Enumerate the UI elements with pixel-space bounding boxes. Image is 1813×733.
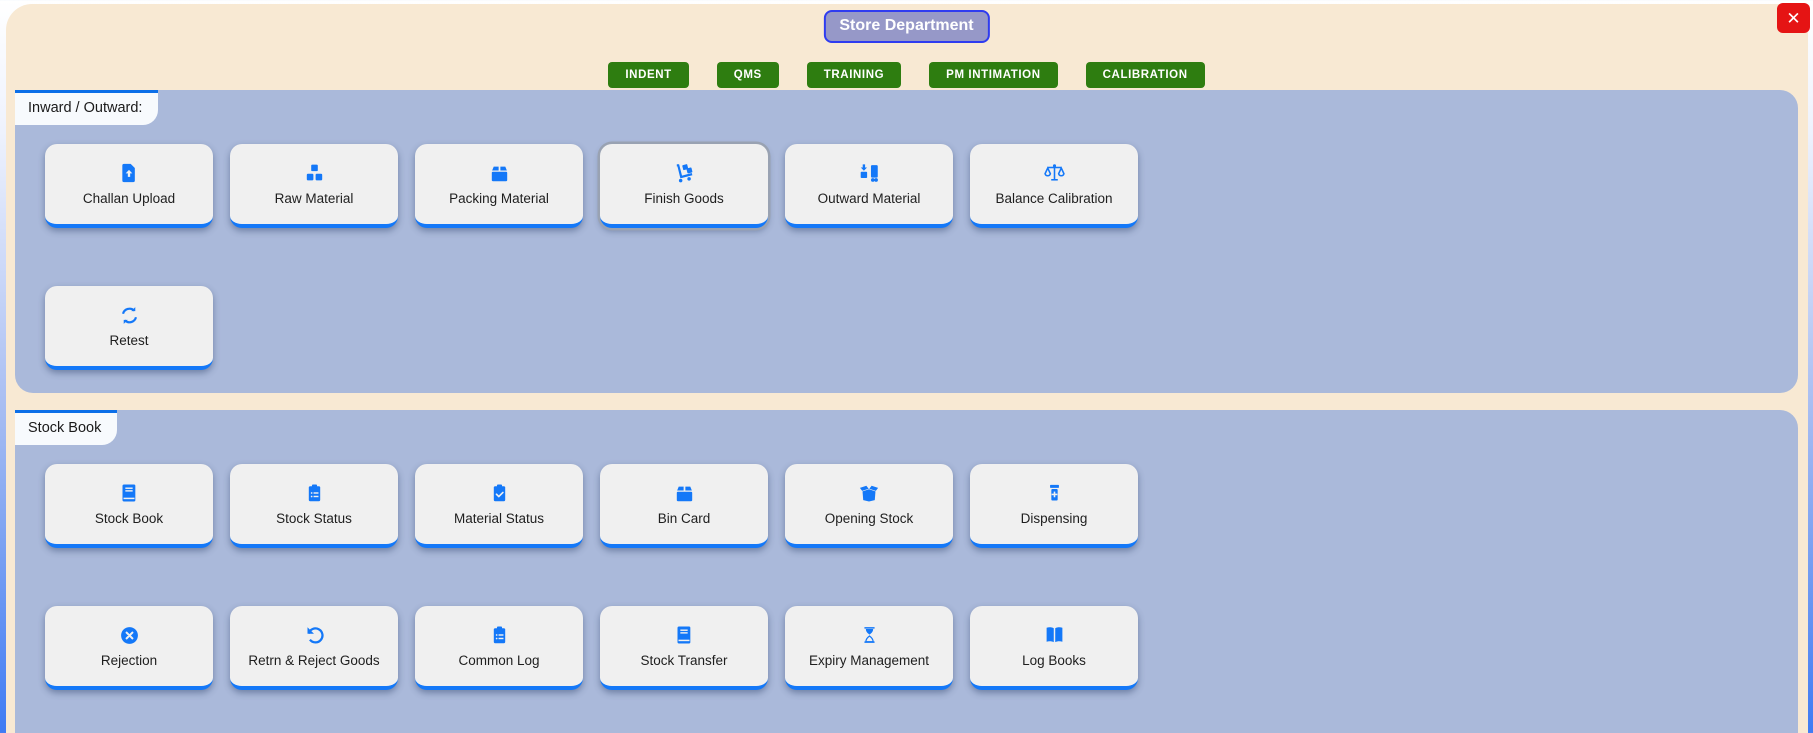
card-packing-material[interactable]: Packing Material bbox=[415, 144, 583, 228]
book-icon bbox=[119, 482, 139, 504]
card-balance-calibration[interactable]: Balance Calibration bbox=[970, 144, 1138, 228]
nav-button-qms[interactable]: QMS bbox=[716, 62, 779, 88]
nav-buttons: INDENT QMS TRAINING PM INTIMATION CALIBRATIO… bbox=[0, 62, 1813, 88]
card-label: Retrn & Reject Goods bbox=[248, 653, 380, 668]
file-upload-icon bbox=[119, 162, 139, 184]
card-expiry-management[interactable]: Expiry Management bbox=[785, 606, 953, 690]
card-label: Finish Goods bbox=[644, 191, 724, 206]
card-grid-stock-book: Stock Book Stock Status Material Status Bin… bbox=[45, 464, 1175, 690]
undo-icon bbox=[304, 624, 325, 646]
clipboard-list-icon bbox=[305, 482, 324, 504]
nav-button-indent[interactable]: INDENT bbox=[608, 62, 689, 88]
card-label: Retest bbox=[109, 333, 149, 348]
card-label: Material Status bbox=[453, 511, 545, 526]
times-circle-icon bbox=[119, 624, 140, 646]
card-label: Outward Material bbox=[817, 191, 921, 206]
nav-button-calibration[interactable]: CALIBRATION bbox=[1085, 62, 1205, 88]
card-label: Log Books bbox=[1022, 653, 1086, 668]
card-label: Expiry Management bbox=[808, 653, 930, 668]
clipboard-check-icon bbox=[490, 482, 509, 504]
card-label: Packing Material bbox=[449, 191, 549, 206]
box-icon bbox=[489, 162, 510, 184]
card-common-log[interactable]: Common Log bbox=[415, 606, 583, 690]
card-label: Dispensing bbox=[1020, 511, 1088, 526]
card-label: Bin Card bbox=[657, 511, 711, 526]
truck-loading-icon bbox=[858, 162, 881, 184]
card-label: Raw Material bbox=[274, 191, 354, 206]
close-button[interactable]: ✕ bbox=[1777, 3, 1810, 33]
book-open-icon bbox=[1043, 624, 1066, 646]
card-stock-transfer[interactable]: Stock Transfer bbox=[600, 606, 768, 690]
nav-button-pm-intimation[interactable]: PM INTIMATION bbox=[929, 62, 1058, 88]
card-label: Opening Stock bbox=[824, 511, 914, 526]
card-label: Challan Upload bbox=[82, 191, 176, 206]
card-finish-goods[interactable]: Finish Goods bbox=[600, 144, 768, 228]
box-icon bbox=[674, 482, 695, 504]
card-label: Rejection bbox=[100, 653, 158, 668]
card-label: Stock Transfer bbox=[640, 653, 728, 668]
card-stock-status[interactable]: Stock Status bbox=[230, 464, 398, 548]
card-retrn-reject-goods[interactable]: Retrn & Reject Goods bbox=[230, 606, 398, 690]
card-grid-inward-outward: Challan Upload Raw Material Packing Materi… bbox=[45, 144, 1175, 370]
card-rejection[interactable]: Rejection bbox=[45, 606, 213, 690]
prescription-bottle-icon bbox=[1045, 482, 1064, 504]
section-tab-inward-outward: Inward / Outward: bbox=[15, 90, 159, 125]
card-label: Common Log bbox=[458, 653, 540, 668]
sync-icon bbox=[119, 304, 140, 326]
card-log-books[interactable]: Log Books bbox=[970, 606, 1138, 690]
card-bin-card[interactable]: Bin Card bbox=[600, 464, 768, 548]
hourglass-icon bbox=[860, 624, 879, 646]
card-stock-book[interactable]: Stock Book bbox=[45, 464, 213, 548]
nav-button-training[interactable]: TRAINING bbox=[806, 62, 902, 88]
card-dispensing[interactable]: Dispensing bbox=[970, 464, 1138, 548]
card-label: Stock Book bbox=[94, 511, 164, 526]
section-inward-outward: Inward / Outward: Challan Upload Raw Mate… bbox=[15, 90, 1798, 393]
card-label: Balance Calibration bbox=[995, 191, 1113, 206]
card-opening-stock[interactable]: Opening Stock bbox=[785, 464, 953, 548]
card-raw-material[interactable]: Raw Material bbox=[230, 144, 398, 228]
book-icon bbox=[674, 624, 694, 646]
balance-scale-icon bbox=[1043, 162, 1066, 184]
cubes-icon bbox=[303, 162, 326, 184]
card-challan-upload[interactable]: Challan Upload bbox=[45, 144, 213, 228]
card-retest[interactable]: Retest bbox=[45, 286, 213, 370]
card-material-status[interactable]: Material Status bbox=[415, 464, 583, 548]
page-title: Store Department bbox=[823, 10, 990, 43]
section-tab-stock-book: Stock Book bbox=[15, 410, 118, 445]
card-label: Stock Status bbox=[276, 511, 352, 526]
clipboard-list-icon bbox=[490, 624, 509, 646]
card-outward-material[interactable]: Outward Material bbox=[785, 144, 953, 228]
dolly-icon bbox=[673, 162, 696, 184]
box-open-icon bbox=[857, 482, 881, 504]
